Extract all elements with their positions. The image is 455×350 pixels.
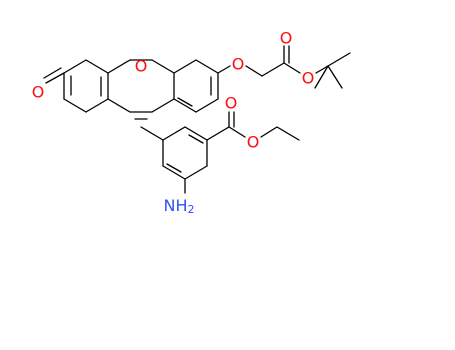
ethyl-carbonyl-oxygen-label: O bbox=[225, 94, 238, 113]
ether-oxygen-label: O bbox=[232, 55, 245, 74]
ethyl-ester-oxygen-label: O bbox=[247, 133, 260, 152]
xanthene-oxygen-label: O bbox=[135, 57, 148, 76]
bonds bbox=[43, 45, 351, 194]
amine-label: NH2 bbox=[164, 196, 195, 216]
atom-labels: O O O O O O O NH2 bbox=[32, 29, 315, 216]
keto-oxygen-label: O bbox=[32, 83, 45, 102]
amine-nh-text: NH bbox=[164, 196, 188, 215]
tbu-ester-oxygen-label: O bbox=[302, 69, 315, 88]
tbu-carbonyl-oxygen-label: O bbox=[280, 29, 293, 48]
amine-h2-subscript: 2 bbox=[188, 203, 195, 216]
